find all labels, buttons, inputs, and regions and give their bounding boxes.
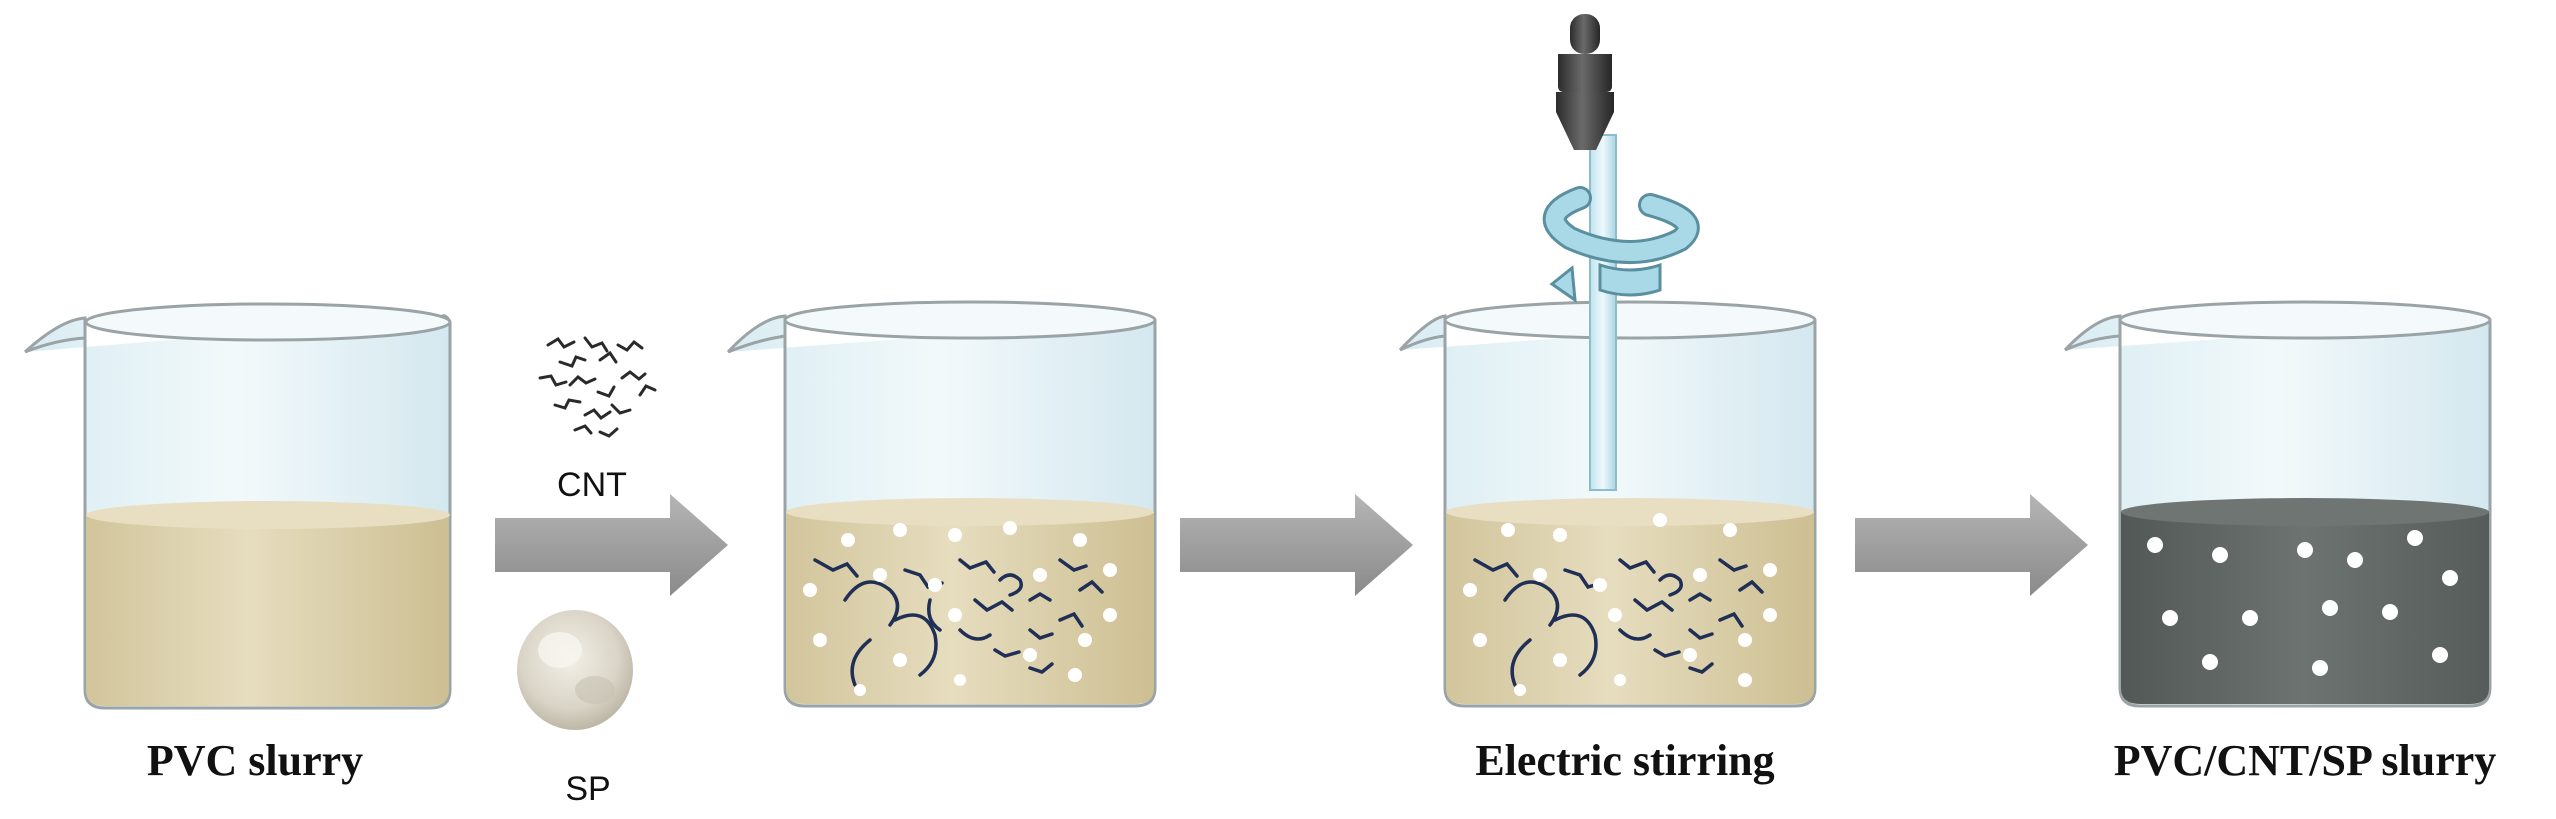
beaker-3 [1398,14,1817,708]
process-arrow-1 [495,494,728,596]
dropper-icon [1556,14,1614,150]
slurry-fill [786,500,1154,704]
caption-step-3: Electric stirring [1475,736,1774,785]
process-arrow-icon [1180,494,1413,596]
slurry-fill [86,502,449,706]
sp-particles [1463,513,1777,696]
beaker-1 [23,302,452,710]
mixed-slurry-fill [2121,500,2489,704]
rotation-arrow-icon [1542,186,1700,304]
stirrer-rod-icon [1589,134,1617,491]
beaker-rim [84,302,452,342]
slurry-fill [1446,500,1814,704]
process-arrow-icon [1855,494,2088,596]
beaker-rim [1443,300,1817,340]
beaker-2 [726,300,1157,708]
sp-powder-icon [517,610,633,730]
beaker-4 [2063,300,2492,708]
sp-label: SP [565,770,610,808]
cnt-fibers-icon [538,336,657,438]
cnt-label: CNT [557,466,627,504]
process-arrow-icon [495,494,728,596]
caption-step-1: PVC slurry [147,736,363,785]
sp-particles [2147,530,2458,676]
sp-particles [803,521,1117,696]
cnt-fibers [1473,558,1764,687]
beaker-rim [2118,300,2492,340]
caption-step-4: PVC/CNT/SP slurry [2114,736,2497,785]
beaker-rim [783,300,1157,340]
